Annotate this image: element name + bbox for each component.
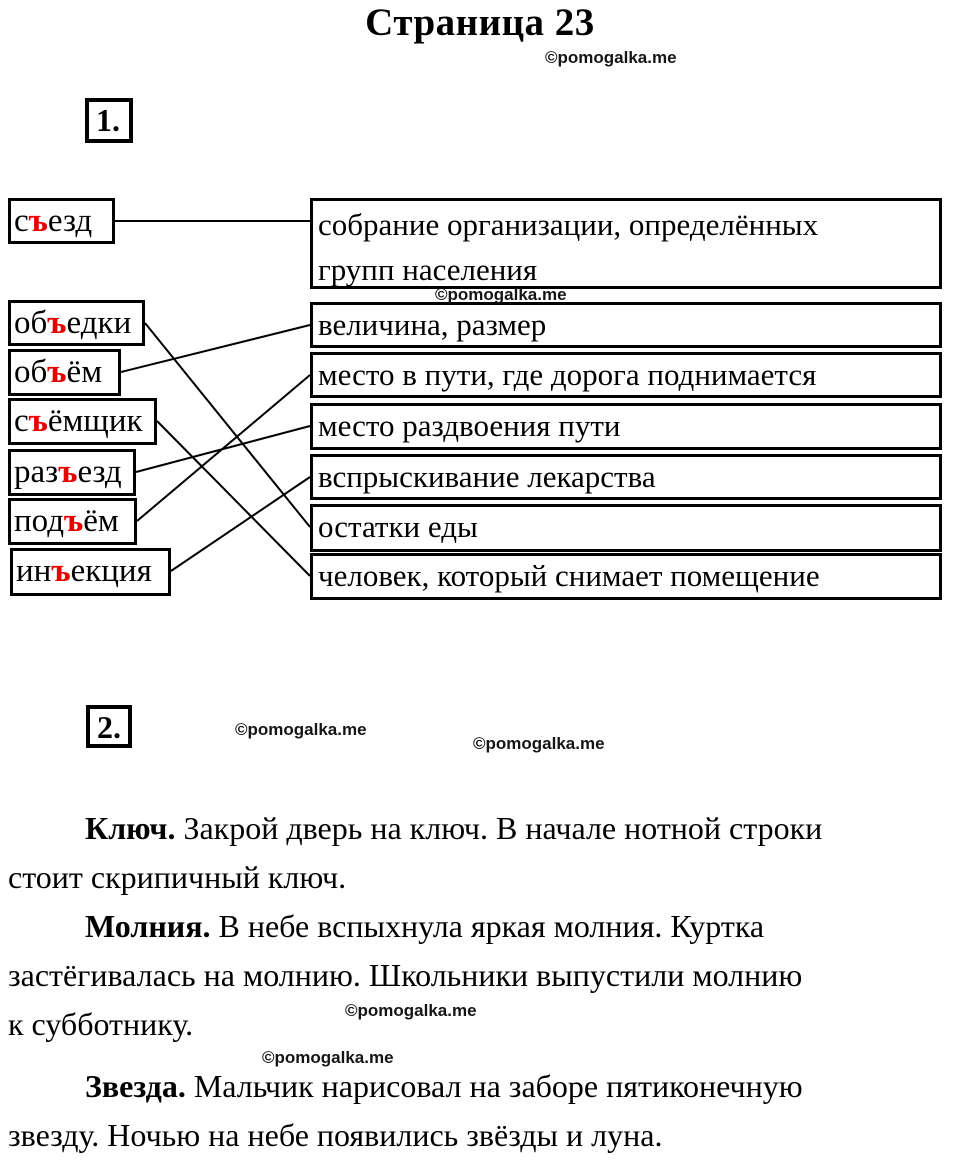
word-suffix: ём: [66, 354, 103, 390]
connection-line: [120, 324, 311, 373]
watermark: ©pomogalka.me: [473, 734, 605, 753]
word-prefix: раз: [14, 454, 59, 490]
hard-sign-letter: ъ: [28, 203, 48, 239]
word-box: разъезд: [8, 449, 136, 496]
word-prefix: под: [14, 503, 64, 539]
watermark: ©pomogalka.me: [262, 1048, 394, 1067]
word-prefix: об: [14, 354, 48, 390]
word-prefix: с: [14, 403, 29, 439]
definition-box: собрание организации, определённых групп…: [310, 198, 942, 289]
watermark: ©pomogalka.me: [345, 1001, 477, 1020]
word-prefix: с: [14, 203, 29, 239]
word-suffix: езд: [47, 203, 93, 239]
hard-sign-letter: ъ: [64, 503, 84, 539]
hard-sign-letter: ъ: [51, 553, 71, 589]
word-box: инъекция: [10, 548, 171, 596]
connection-line: [156, 420, 311, 577]
word-suffix: екция: [70, 553, 152, 589]
paragraph-line: Звезда. Мальчик нарисовал на заборе пяти…: [8, 1062, 952, 1111]
word-suffix: ём: [83, 503, 119, 539]
hard-sign-letter: ъ: [58, 454, 78, 490]
paragraph-line: Молния. В небе вспыхнула яркая молния. К…: [8, 902, 952, 951]
connection-line: [144, 322, 311, 528]
word-box: подъём: [8, 498, 137, 545]
watermark: ©pomogalka.me: [545, 48, 677, 67]
connection-line: [136, 374, 311, 522]
page-title: Страница 23: [365, 1, 595, 44]
exercise1-number: 1.: [85, 98, 133, 143]
word-box: съезд: [8, 198, 115, 244]
watermark: ©pomogalka.me: [235, 720, 367, 739]
connection-line: [170, 476, 311, 572]
definition-box: остатки еды: [310, 504, 942, 552]
paragraph-zvezda: Звезда. Мальчик нарисовал на заборе пяти…: [8, 1062, 952, 1160]
paragraph-line: стоит скрипичный ключ.: [8, 859, 347, 895]
word-box: объём: [8, 349, 121, 396]
paragraph-line: Ключ. Закрой дверь на ключ. В начале нот…: [8, 804, 952, 853]
hard-sign-letter: ъ: [28, 403, 48, 439]
paragraph-lead-word: Звезда.: [85, 1068, 186, 1104]
definition-box: место раздвоения пути: [310, 403, 942, 450]
word-suffix: ёмщик: [47, 403, 143, 439]
paragraph-text: Мальчик нарисовал на заборе пятиконечную: [193, 1068, 803, 1104]
exercise2-number: 2.: [86, 705, 132, 748]
word-prefix: об: [14, 305, 48, 341]
definition-box: вспрыскивание лекарства: [310, 454, 942, 500]
watermark: ©pomogalka.me: [435, 285, 567, 304]
connection-line: [135, 425, 311, 473]
paragraph-line: к субботнику.: [8, 1006, 194, 1042]
paragraph-line: звезду. Ночью на небе появились звёзды и…: [8, 1117, 663, 1153]
paragraph-kljuch: Ключ. Закрой дверь на ключ. В начале нот…: [8, 804, 952, 902]
word-box: объедки: [8, 300, 145, 346]
definition-box: место в пути, где дорога поднимается: [310, 352, 942, 398]
word-suffix: едки: [66, 305, 132, 341]
word-prefix: ин: [16, 553, 52, 589]
hard-sign-letter: ъ: [47, 305, 67, 341]
paragraph-line: застёгивалась на молнию. Школьники выпус…: [8, 957, 803, 993]
paragraph-lead-word: Ключ.: [85, 810, 176, 846]
definition-box: человек, который снимает помещение: [310, 553, 942, 600]
paragraph-lead-word: Молния.: [85, 908, 211, 944]
paragraph-molnija: Молния. В небе вспыхнула яркая молния. К…: [8, 902, 952, 1049]
paragraph-text: Закрой дверь на ключ. В начале нотной ст…: [183, 810, 823, 846]
hard-sign-letter: ъ: [47, 354, 67, 390]
paragraph-text: В небе вспыхнула яркая молния. Куртка: [218, 908, 765, 944]
word-suffix: езд: [77, 454, 122, 490]
definition-box: величина, размер: [310, 302, 942, 348]
word-box: съёмщик: [8, 398, 157, 445]
